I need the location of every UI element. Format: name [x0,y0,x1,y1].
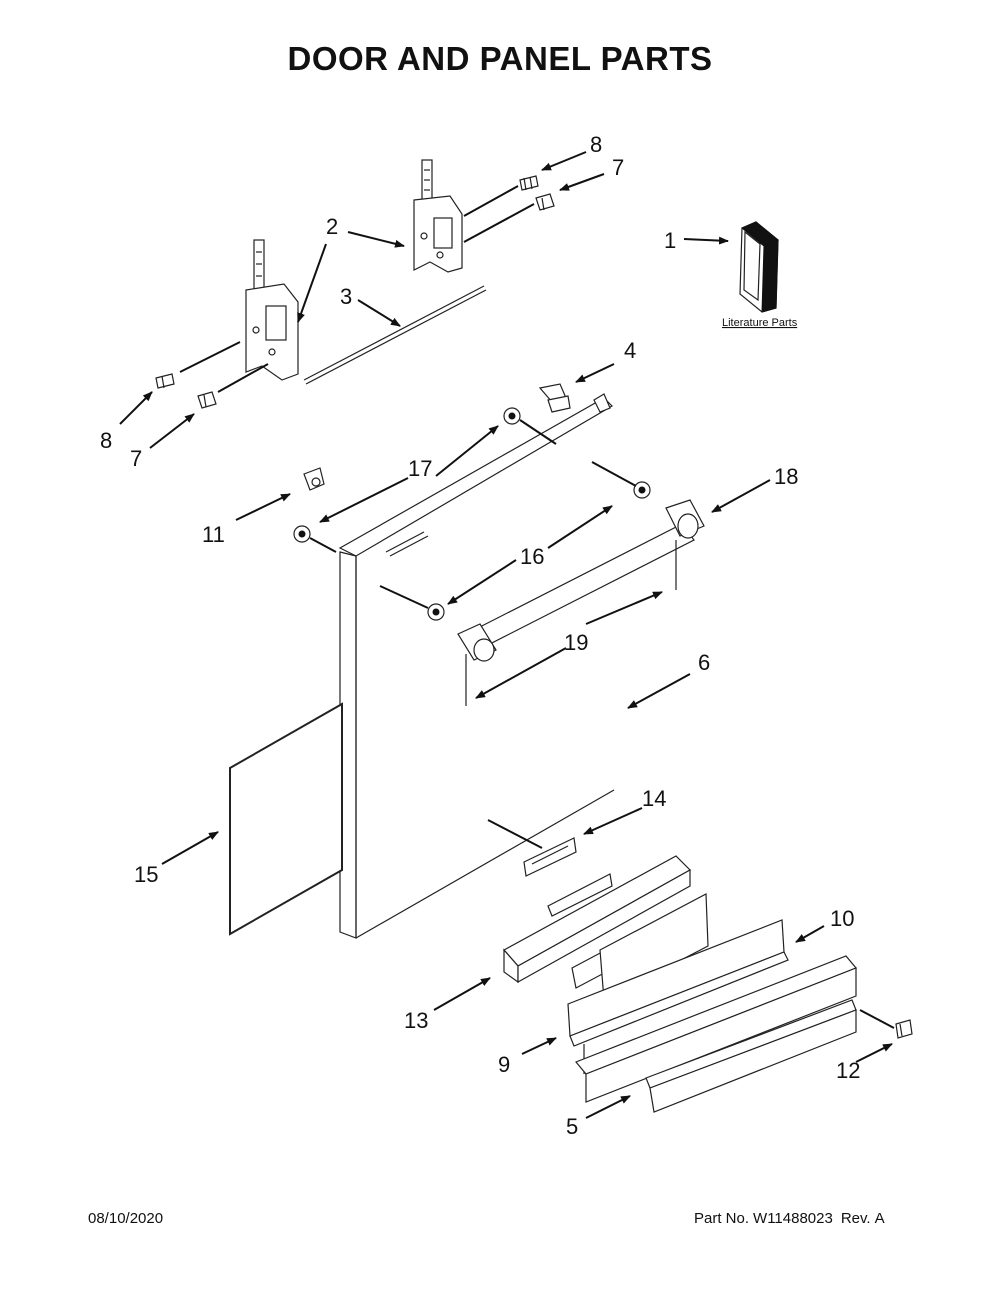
vent-assembly [503,855,709,1001]
callout-13: 13 [404,1008,428,1033]
hinge-left [245,239,299,381]
screw-12 [895,1019,913,1039]
handle-cap-16-upper [633,481,651,499]
callout-15: 15 [134,862,158,887]
callout-7-lower: 7 [130,446,142,471]
callout-3: 3 [340,284,352,309]
page-title: DOOR AND PANEL PARTS [287,40,713,77]
callout-12: 12 [836,1058,860,1083]
callout-8-upper: 8 [590,132,602,157]
callout-19: 19 [564,630,588,655]
fastener-17-lower [293,525,311,543]
hinge-rod [303,285,485,381]
door-top-strip [338,397,613,557]
hinge-right [413,159,463,273]
footer-date: 08/10/2020 [88,1210,164,1227]
callout-4: 4 [624,338,636,363]
toe-panel-9 [567,919,789,1074]
toe-panel-10 [575,955,857,1103]
footer-part-info: Part No.W11488023 Rev.A [694,1210,889,1227]
callout-7-upper: 7 [612,155,624,180]
callout-11: 11 [202,522,225,547]
literature-booklet [739,221,779,313]
logo-badge [523,837,577,877]
callout-2: 2 [326,214,338,239]
door-handle [457,499,705,706]
toe-panel-5 [645,999,857,1113]
callout-9: 9 [498,1052,510,1077]
part-no-label: Part No. [694,1210,750,1227]
callout-8-lower: 8 [100,428,112,453]
callout-5: 5 [566,1114,578,1139]
handle-cap-16-lower [427,603,445,621]
callout-14: 14 [642,786,666,811]
callout-10: 10 [830,906,854,931]
callout-1: 1 [664,228,676,253]
inner-panel [229,702,343,936]
callout-18: 18 [774,464,798,489]
rev-value: A [874,1210,885,1227]
callout-6: 6 [698,650,710,675]
screw-7-upper [535,193,555,211]
bracket-11 [303,467,325,491]
fastener-17-upper [503,407,521,425]
callout-17: 17 [408,456,432,481]
callout-16: 16 [520,544,544,569]
screw-8-lower [155,373,175,389]
part-number: W11488023 [753,1210,833,1227]
door-clip [538,383,571,413]
screw-8-upper [519,175,539,191]
rev-label: Rev. [840,1210,871,1227]
screw-7-lower [197,391,217,409]
literature-parts-label: Literature Parts [722,317,798,329]
